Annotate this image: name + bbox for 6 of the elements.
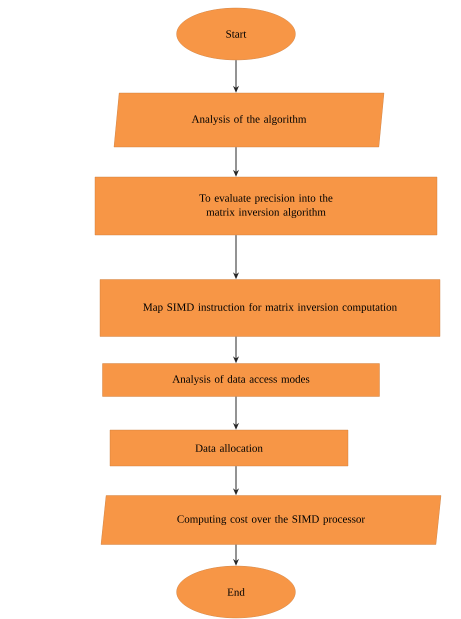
process-box: To evaluate precision into the matrix inversion algorithm (94, 176, 438, 236)
process-box: Analysis of data access modes (102, 363, 380, 397)
io-parallelogram: Analysis of the algorithm (114, 92, 384, 148)
process-box: Map SIMD instruction for matrix inversion computation (100, 279, 440, 337)
process-box: Data allocation (110, 430, 348, 466)
io-parallelogram: Computing cost over the SIMD processor (100, 495, 442, 545)
